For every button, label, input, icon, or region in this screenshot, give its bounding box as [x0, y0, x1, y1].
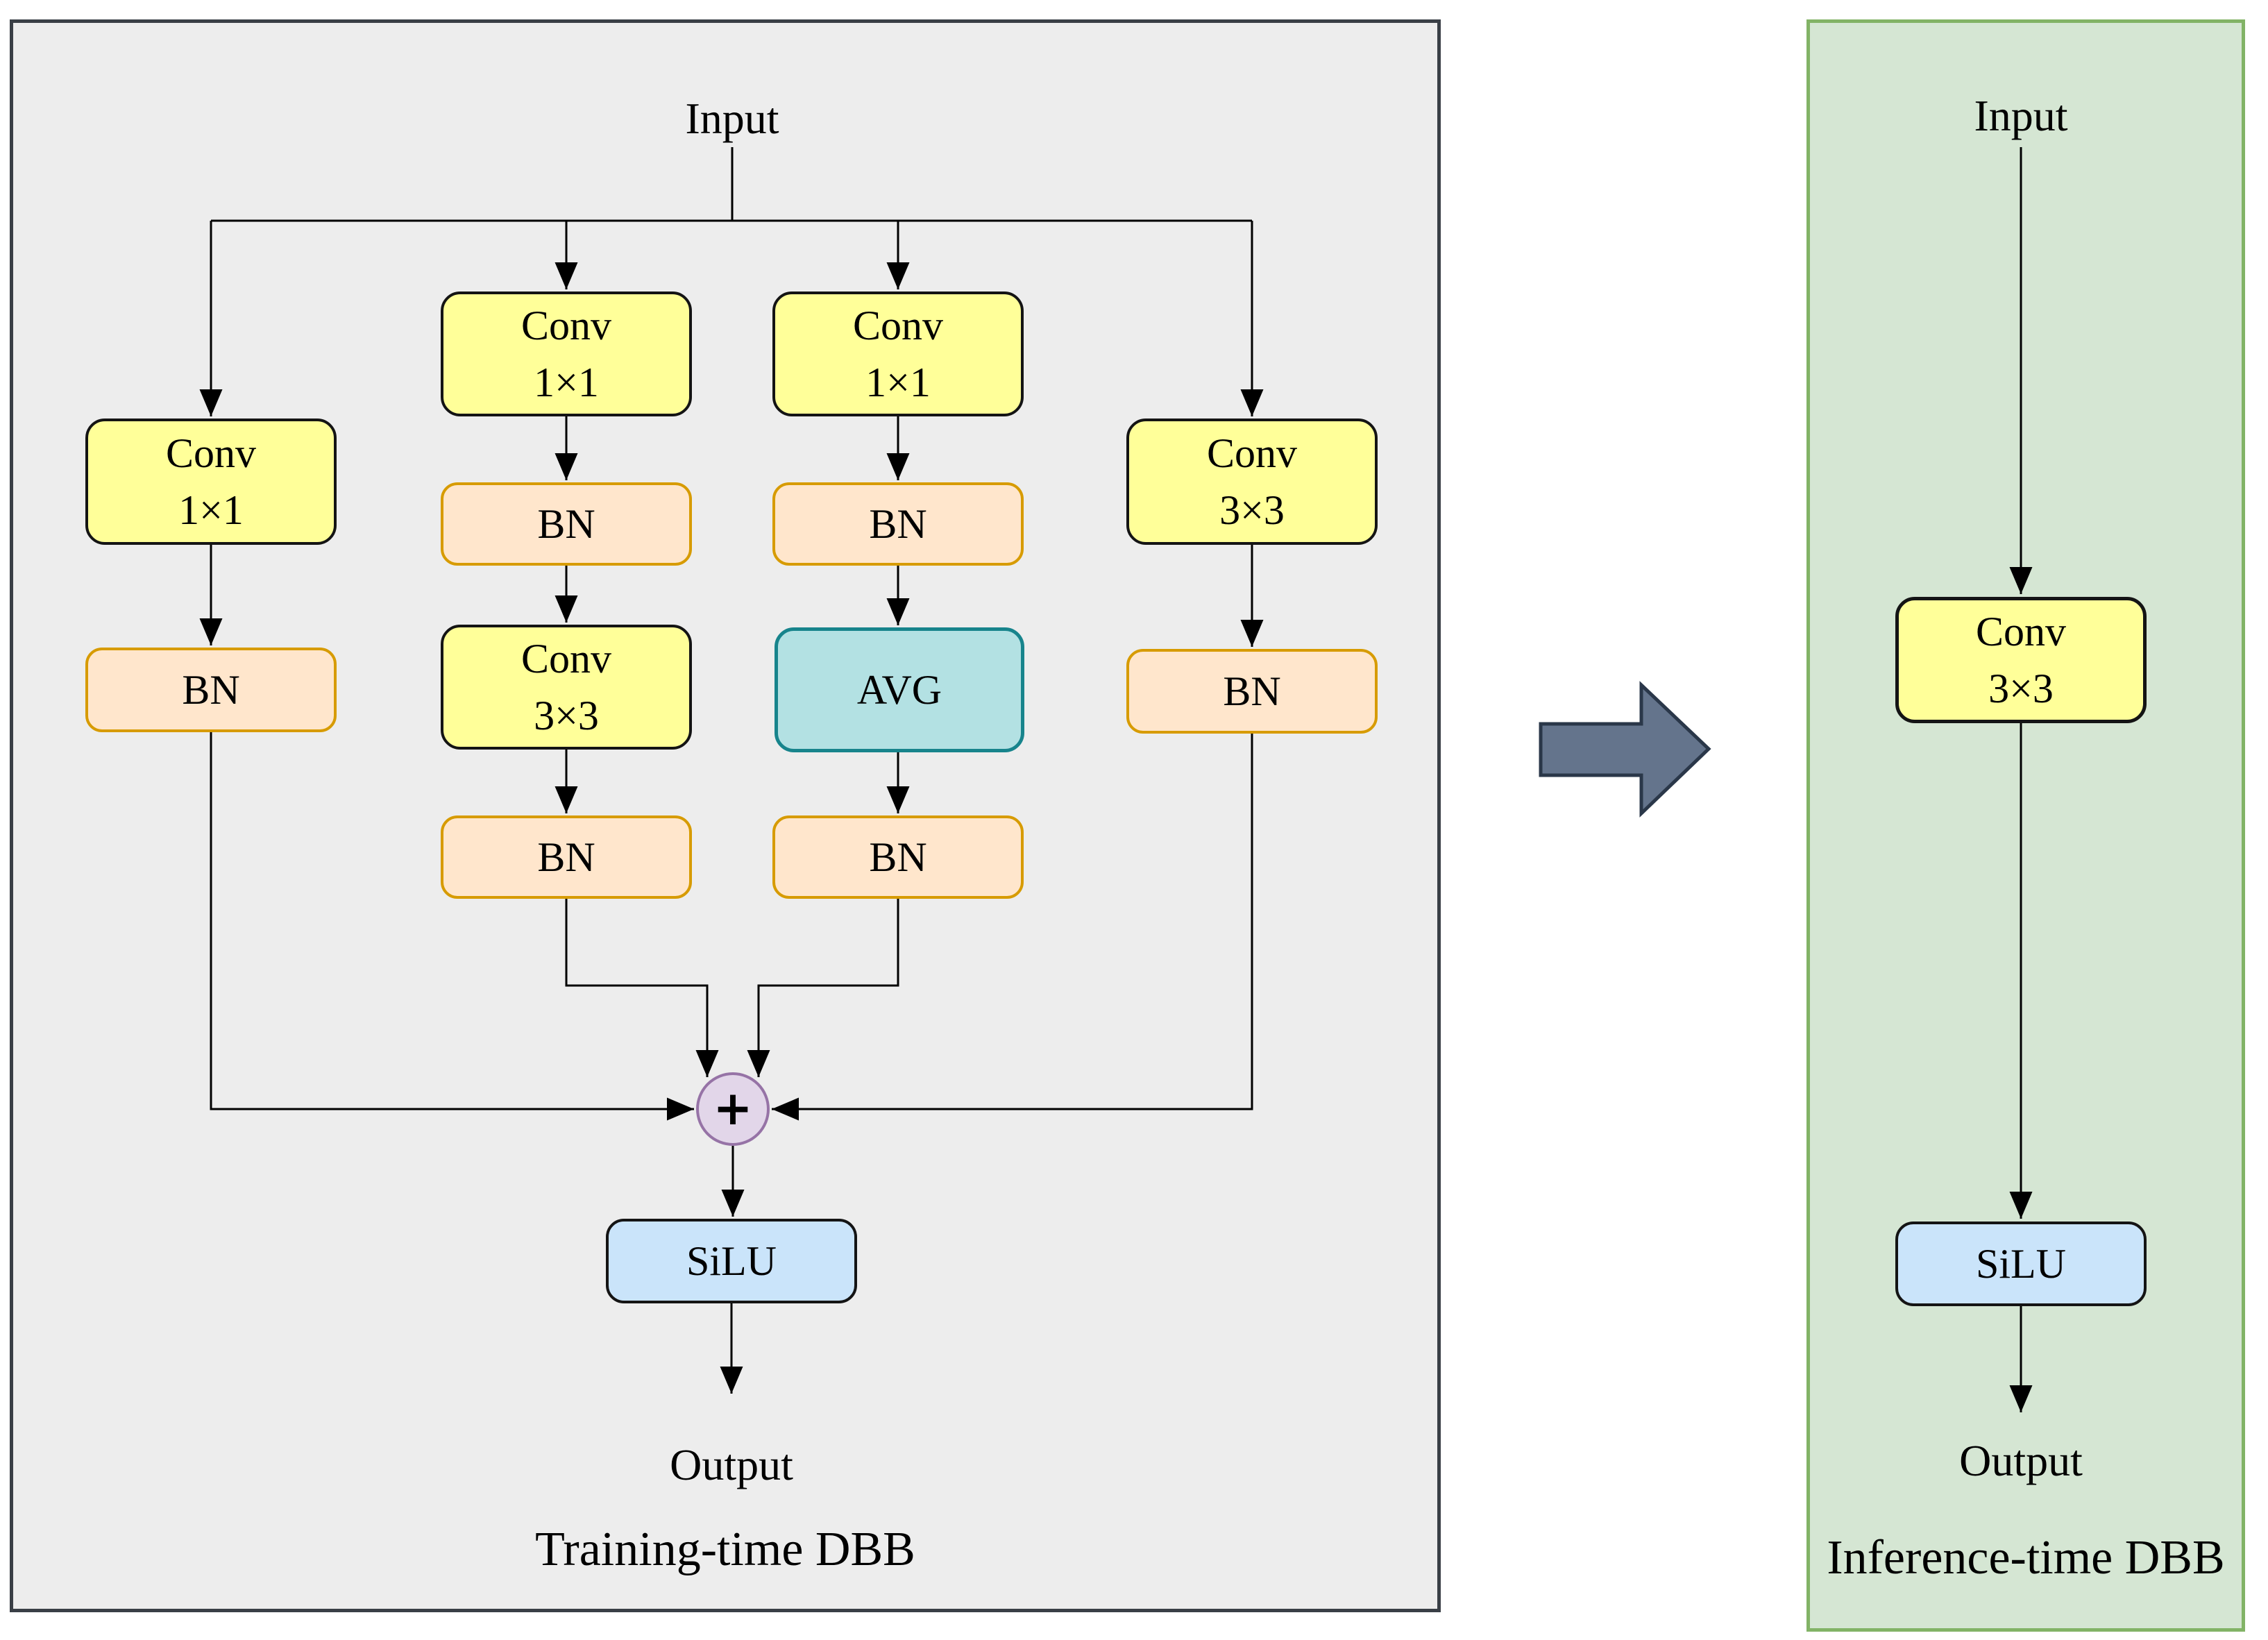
branch2-conv1-op: Conv — [521, 303, 612, 348]
branch2-bn2-node: BN — [441, 815, 692, 899]
branch4-conv-op: Conv — [1206, 430, 1298, 476]
branch3-bn2-label: BN — [869, 834, 927, 880]
left-output-label: Output — [670, 1440, 793, 1489]
branch2-conv-1x1-node: Conv 1×1 — [441, 291, 692, 416]
branch3-bn2-node: BN — [772, 815, 1024, 899]
left-silu-node: SiLU — [606, 1219, 857, 1303]
right-conv-3x3-node: Conv 3×3 — [1895, 597, 2147, 723]
branch2-bn1-label: BN — [537, 501, 595, 547]
branch3-conv-1x1-node: Conv 1×1 — [772, 291, 1024, 416]
right-input-label: Input — [1974, 91, 2068, 140]
left-silu-label: SiLU — [686, 1238, 777, 1284]
branch1-conv-op: Conv — [165, 430, 257, 476]
sum-plus-icon: + — [713, 1081, 753, 1136]
sum-node: + — [696, 1072, 770, 1146]
branch2-conv2-op: Conv — [521, 636, 612, 682]
branch2-bn2-label: BN — [537, 834, 595, 880]
branch3-conv1-kernel: 1×1 — [865, 360, 931, 405]
right-conv-op: Conv — [1975, 609, 2067, 654]
branch3-avg-label: AVG — [856, 667, 942, 713]
branch1-conv-kernel: 1×1 — [178, 487, 244, 533]
training-time-panel — [10, 19, 1441, 1612]
right-conv-kernel: 3×3 — [1988, 666, 2054, 711]
inference-time-panel — [1806, 19, 2245, 1632]
branch3-bn1-node: BN — [772, 482, 1024, 566]
right-output-label: Output — [1959, 1436, 2083, 1485]
branch1-conv-1x1-node: Conv 1×1 — [85, 419, 337, 545]
branch1-bn-node: BN — [85, 648, 337, 732]
right-silu-node: SiLU — [1895, 1221, 2147, 1306]
branch4-conv-kernel: 3×3 — [1219, 487, 1285, 533]
training-time-caption: Training-time DBB — [535, 1523, 915, 1576]
branch2-bn1-node: BN — [441, 482, 692, 566]
branch4-bn-label: BN — [1223, 668, 1281, 714]
branch2-conv2-kernel: 3×3 — [534, 693, 599, 738]
branch1-bn-label: BN — [182, 667, 240, 713]
branch4-bn-node: BN — [1126, 649, 1378, 734]
branch2-conv1-kernel: 1×1 — [534, 360, 599, 405]
left-input-label: Input — [685, 94, 779, 143]
branch3-avg-pool-node: AVG — [775, 627, 1024, 752]
branch3-conv1-op: Conv — [852, 303, 944, 348]
branch3-bn1-label: BN — [869, 501, 927, 547]
branch4-conv-3x3-node: Conv 3×3 — [1126, 419, 1378, 545]
inference-time-caption: Inference-time DBB — [1827, 1531, 2225, 1584]
right-silu-label: SiLU — [1975, 1241, 2067, 1287]
branch2-conv-3x3-node: Conv 3×3 — [441, 625, 692, 750]
